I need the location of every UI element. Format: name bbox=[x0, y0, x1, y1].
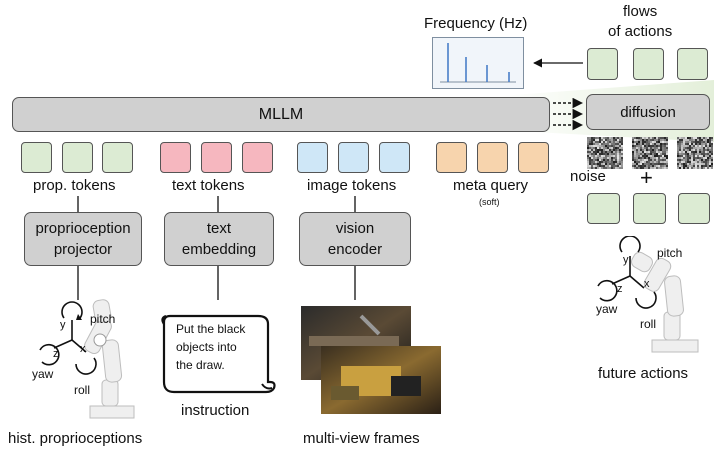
meta-token-1 bbox=[436, 142, 467, 173]
prop-token-3 bbox=[102, 142, 133, 173]
proprioception-projector-block: proprioception projector bbox=[24, 212, 142, 266]
text-token-2 bbox=[201, 142, 232, 173]
left-y-label: y bbox=[60, 319, 66, 331]
frequency-title: Frequency (Hz) bbox=[424, 15, 528, 32]
multi-view-frames bbox=[301, 306, 441, 414]
mllm-block: MLLM bbox=[12, 97, 550, 132]
right-x-label: x bbox=[644, 278, 650, 290]
right-z-label: z bbox=[617, 283, 623, 295]
future-actions-label: future actions bbox=[598, 365, 689, 382]
noise-square-1 bbox=[587, 137, 623, 169]
flow-token-3 bbox=[677, 48, 708, 80]
left-x-label: x bbox=[80, 343, 86, 355]
instruction-label: instruction bbox=[181, 402, 250, 419]
instruction-scroll bbox=[161, 314, 276, 394]
prop-tokens-label: prop. tokens bbox=[33, 177, 116, 194]
flow-token-1 bbox=[587, 48, 618, 80]
prop-token-1 bbox=[21, 142, 52, 173]
noise-label: noise bbox=[570, 168, 606, 185]
frequency-spectrum bbox=[432, 37, 524, 89]
right-pitch-label: pitch bbox=[657, 246, 683, 260]
text-tokens-label: text tokens bbox=[172, 177, 245, 194]
text-embedding-block: text embedding bbox=[164, 212, 274, 266]
meta-token-3 bbox=[518, 142, 549, 173]
vision-encoder-label: vision encoder bbox=[327, 220, 383, 258]
frame-wrist-camera bbox=[321, 346, 441, 414]
diffusion-block: diffusion bbox=[586, 94, 710, 130]
meta-query-label: meta query bbox=[453, 177, 529, 194]
right-roll-label: roll bbox=[640, 317, 657, 331]
robot-arm-history bbox=[39, 299, 135, 419]
action-token-3 bbox=[678, 193, 710, 224]
text-embedding-label: text embedding bbox=[181, 220, 257, 258]
flow-token-2 bbox=[633, 48, 664, 80]
meta-query-note: (soft) bbox=[479, 197, 500, 207]
right-y-label: y bbox=[623, 254, 629, 266]
noise-square-2 bbox=[632, 137, 668, 169]
action-token-2 bbox=[633, 193, 666, 224]
diffusion-label: diffusion bbox=[620, 103, 676, 121]
action-token-1 bbox=[587, 193, 620, 224]
image-token-1 bbox=[297, 142, 328, 173]
instruction-text: Put the black objects into the draw. bbox=[176, 322, 246, 372]
image-token-2 bbox=[338, 142, 369, 173]
meta-token-2 bbox=[477, 142, 508, 173]
left-yaw-label: yaw bbox=[32, 367, 54, 381]
left-roll-label: roll bbox=[74, 383, 91, 397]
mllm-label: MLLM bbox=[258, 106, 304, 123]
right-yaw-label: yaw bbox=[596, 302, 618, 316]
left-z-label: z bbox=[53, 348, 59, 360]
hist-proprioceptions-label: hist. proprioceptions bbox=[8, 430, 143, 447]
text-token-1 bbox=[160, 142, 191, 173]
flows-label: flows of actions bbox=[608, 3, 673, 40]
prop-token-2 bbox=[62, 142, 93, 173]
image-token-3 bbox=[379, 142, 410, 173]
text-token-3 bbox=[242, 142, 273, 173]
plus-sign: + bbox=[640, 165, 653, 190]
vision-encoder-block: vision encoder bbox=[299, 212, 411, 266]
multi-view-frames-label: multi-view frames bbox=[303, 430, 420, 447]
proprioception-projector-label: proprioception projector bbox=[35, 220, 131, 258]
left-pitch-label: pitch bbox=[90, 312, 116, 326]
noise-square-3 bbox=[677, 137, 713, 169]
image-tokens-label: image tokens bbox=[307, 177, 397, 194]
robot-arm-future bbox=[597, 236, 699, 353]
